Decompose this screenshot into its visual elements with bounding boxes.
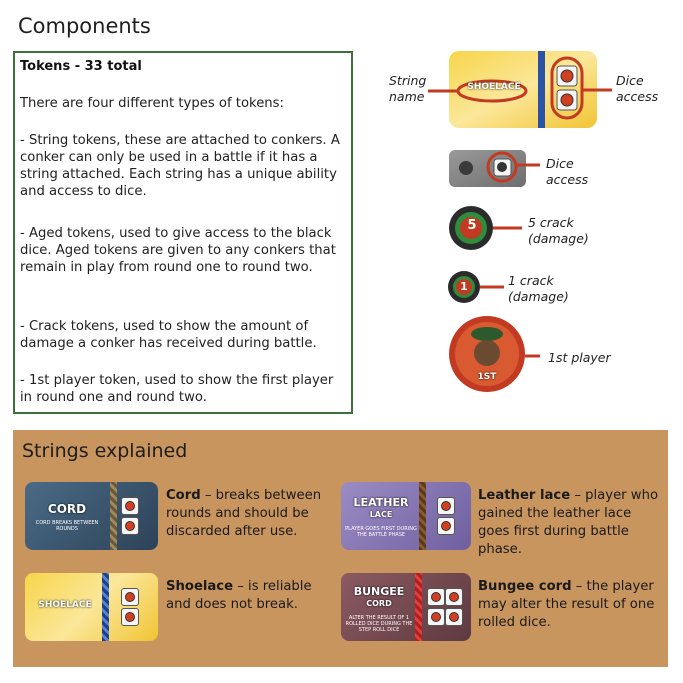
shoelace-card: SHOELACE	[25, 573, 158, 641]
leather-card-sub: PLAYER GOES FIRST DURING THE BATTLE PHAS…	[345, 526, 417, 538]
bungee-card: BUNGEE CORD ALTER THE RESULT OF 1 ROLLED…	[341, 573, 471, 641]
leather-description: Leather lace – player who gained the lea…	[478, 488, 659, 557]
leather-card-title: LEATHER	[353, 496, 409, 509]
aged-conker-icon	[459, 161, 473, 175]
dice-access-callout	[550, 56, 584, 120]
label-first-player: 1st player	[548, 350, 611, 365]
label-crack5: 5 crack (damage)	[528, 215, 589, 246]
shoelace-card-title: SHOELACE	[38, 600, 92, 610]
bungee-card-sub: ALTER THE RESULT OF 1 ROLLED DICE DURING…	[345, 615, 413, 633]
string-rope-icon	[538, 51, 545, 128]
label-string-name: String name	[389, 73, 427, 104]
first-player-token-text: 1ST	[477, 372, 497, 382]
cord-card-sub: CORD BREAKS BETWEEN ROUNDS	[35, 520, 99, 532]
crack5-value: 5	[467, 218, 477, 233]
label-crack1: 1 crack (damage)	[508, 273, 569, 304]
tokens-title: Tokens - 33 total	[20, 59, 142, 74]
cord-card-title: CORD	[47, 502, 87, 516]
shoelace-description: Shoelace – is reliable and does not brea…	[166, 579, 312, 612]
tokens-intro: There are four different types of tokens…	[20, 96, 284, 111]
page-title: Components	[18, 14, 151, 38]
bungee-card-title: BUNGEE	[353, 585, 405, 598]
crack1-value: 1	[460, 280, 468, 293]
token-diagram	[428, 51, 612, 392]
cord-card: CORD CORD BREAKS BETWEEN ROUNDS	[25, 482, 158, 550]
token-item-first-player: - 1st player token, used to show the fir…	[20, 373, 334, 405]
token-item-crack: - Crack tokens, used to show the amount …	[20, 319, 317, 351]
bungee-description: Bungee cord – the player may alter the r…	[478, 579, 655, 630]
bungee-card-title2: CORD	[366, 599, 392, 608]
token-item-aged: - Aged tokens, used to give access to th…	[20, 226, 336, 275]
tokens-box	[13, 51, 353, 414]
leather-card-title2: LACE	[369, 510, 393, 519]
leather-card: LEATHER LACE PLAYER GOES FIRST DURING TH…	[341, 482, 471, 550]
strings-heading: Strings explained	[22, 440, 188, 462]
label-dice-access-1: Dice access	[616, 73, 659, 104]
label-dice-access-2: Dice access	[546, 156, 589, 187]
token-item-string: - String tokens, these are attached to c…	[20, 133, 340, 199]
cord-description: Cord – breaks between rounds and should …	[166, 488, 322, 539]
string-card-name: SHOELACE	[467, 82, 521, 92]
